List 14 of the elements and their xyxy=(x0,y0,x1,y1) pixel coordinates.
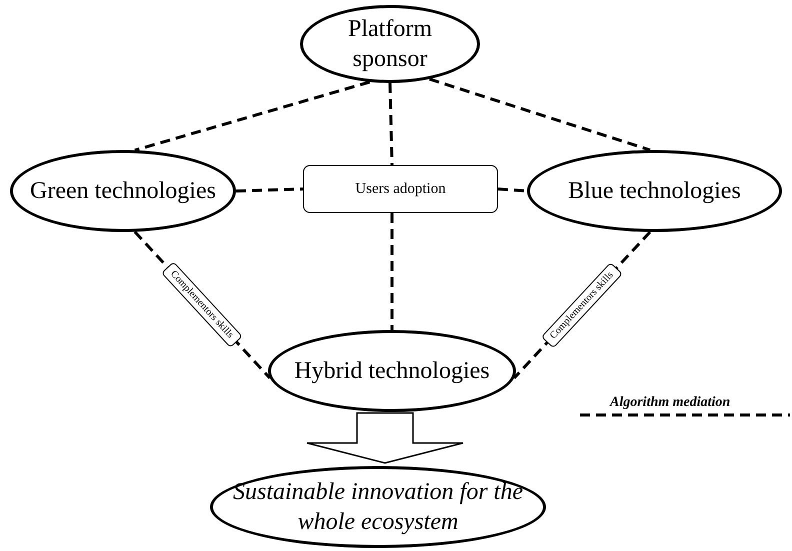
dashed-connector xyxy=(134,80,370,152)
dashed-connector xyxy=(236,188,304,192)
rounded-box xyxy=(303,165,498,213)
dashed-connector xyxy=(388,82,394,166)
dashed-connector xyxy=(390,213,394,330)
node-label: Hybrid technologies xyxy=(293,357,491,386)
block-arrow xyxy=(306,412,464,464)
node-label: Platform sponsor xyxy=(347,15,433,74)
dashed-connector xyxy=(429,78,650,152)
node-label: Green technologies xyxy=(29,177,217,206)
node-label: Sustainable innovation for the whole ecosystem xyxy=(232,478,524,537)
legend-label: Algorithm mediation xyxy=(610,395,730,411)
node-label: Users adoption xyxy=(354,180,447,198)
node-label: Blue technologies xyxy=(567,177,742,206)
